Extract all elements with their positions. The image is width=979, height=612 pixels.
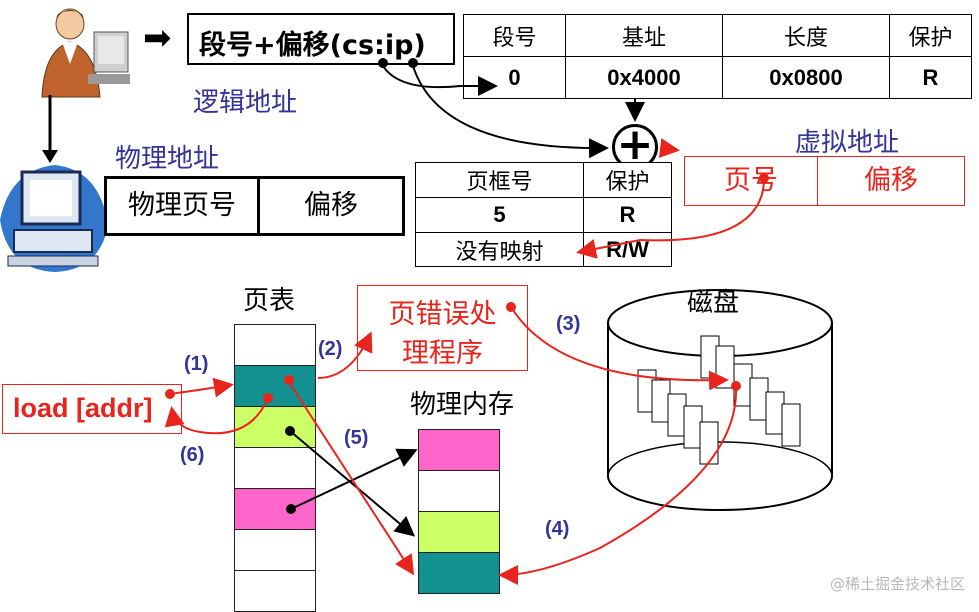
page-entry-header: 页框号 (415, 162, 584, 198)
page-table-row (234, 447, 316, 489)
step-label: (6) (180, 444, 205, 466)
page-table-row (234, 570, 316, 612)
disk-cylinder (607, 289, 833, 511)
page-entry-cell: R/W (583, 232, 672, 267)
page-table (234, 324, 316, 612)
step-label: (4) (545, 518, 570, 540)
load-instruction-label: load [addr] (13, 393, 153, 423)
page-table-row (234, 529, 316, 571)
page-entry-cell: R (583, 197, 672, 233)
arrow-right-icon: ➡ (143, 18, 172, 58)
segment-table-header: 基址 (565, 14, 723, 57)
page-entry-table: 页框号 保护 5 R 没有映射 R/W (415, 162, 672, 267)
person-clipart (41, 8, 130, 98)
logical-address-title: 逻辑地址 (193, 88, 298, 118)
disk-title: 磁盘 (687, 288, 740, 318)
watermark: @稀土掘金技术社区 (829, 575, 965, 593)
segment-table: 段号 基址 长度 保护 0 0x4000 0x0800 R (463, 14, 972, 99)
page-entry-header: 保护 (583, 162, 672, 198)
memory-frame (418, 429, 500, 471)
page-table-row (234, 406, 316, 448)
step-label: (2) (318, 338, 343, 360)
physical-memory-title: 物理内存 (410, 390, 515, 420)
virtual-field-page-number: 页号 (685, 157, 818, 205)
logical-address-label: 段号+偏移(cs:ip) (199, 30, 426, 61)
segment-table-cell: R (889, 56, 972, 99)
load-instruction-box: load [addr] (2, 384, 182, 434)
step-label: (1) (184, 353, 209, 375)
segment-table-cell: 0 (463, 56, 566, 99)
fault-handler-line2: 理程序 (402, 338, 483, 369)
segment-table-cell: 0x4000 (565, 56, 723, 99)
page-fault-handler-box: 页错误处 理程序 (357, 285, 528, 371)
page-entry-cell: 没有映射 (415, 232, 584, 267)
physical-field-offset: 偏移 (304, 190, 358, 221)
segment-table-cell: 0x0800 (722, 56, 890, 99)
memory-frame (418, 552, 500, 594)
page-table-title: 页表 (243, 286, 296, 316)
page-entry-cell: 5 (415, 197, 584, 233)
plus-icon: + (616, 119, 654, 170)
physical-address-box: 物理页号 偏移 (104, 176, 405, 236)
virtual-address-box: 页号 偏移 (684, 156, 965, 206)
connector-line (42, 95, 58, 163)
page-table-row (234, 488, 316, 530)
segment-table-header: 长度 (722, 14, 890, 57)
physical-field-page-number: 物理页号 (107, 179, 260, 233)
logical-address-box: 段号+偏移(cs:ip) (187, 13, 455, 65)
virtual-address-title: 虚拟地址 (795, 128, 900, 158)
step-label: (5) (344, 427, 369, 449)
computer-clipart (0, 165, 108, 272)
segment-table-header: 段号 (463, 14, 566, 57)
page-table-row (234, 365, 316, 407)
memory-frame (418, 511, 500, 553)
memory-frame (418, 470, 500, 512)
fault-handler-line1: 页错误处 (388, 299, 497, 330)
segment-table-header: 保护 (889, 14, 972, 57)
virtual-field-offset: 偏移 (864, 165, 918, 196)
step-label: (3) (556, 313, 581, 335)
physical-memory (418, 429, 500, 597)
page-table-row (234, 324, 316, 366)
physical-address-title: 物理地址 (115, 144, 220, 174)
